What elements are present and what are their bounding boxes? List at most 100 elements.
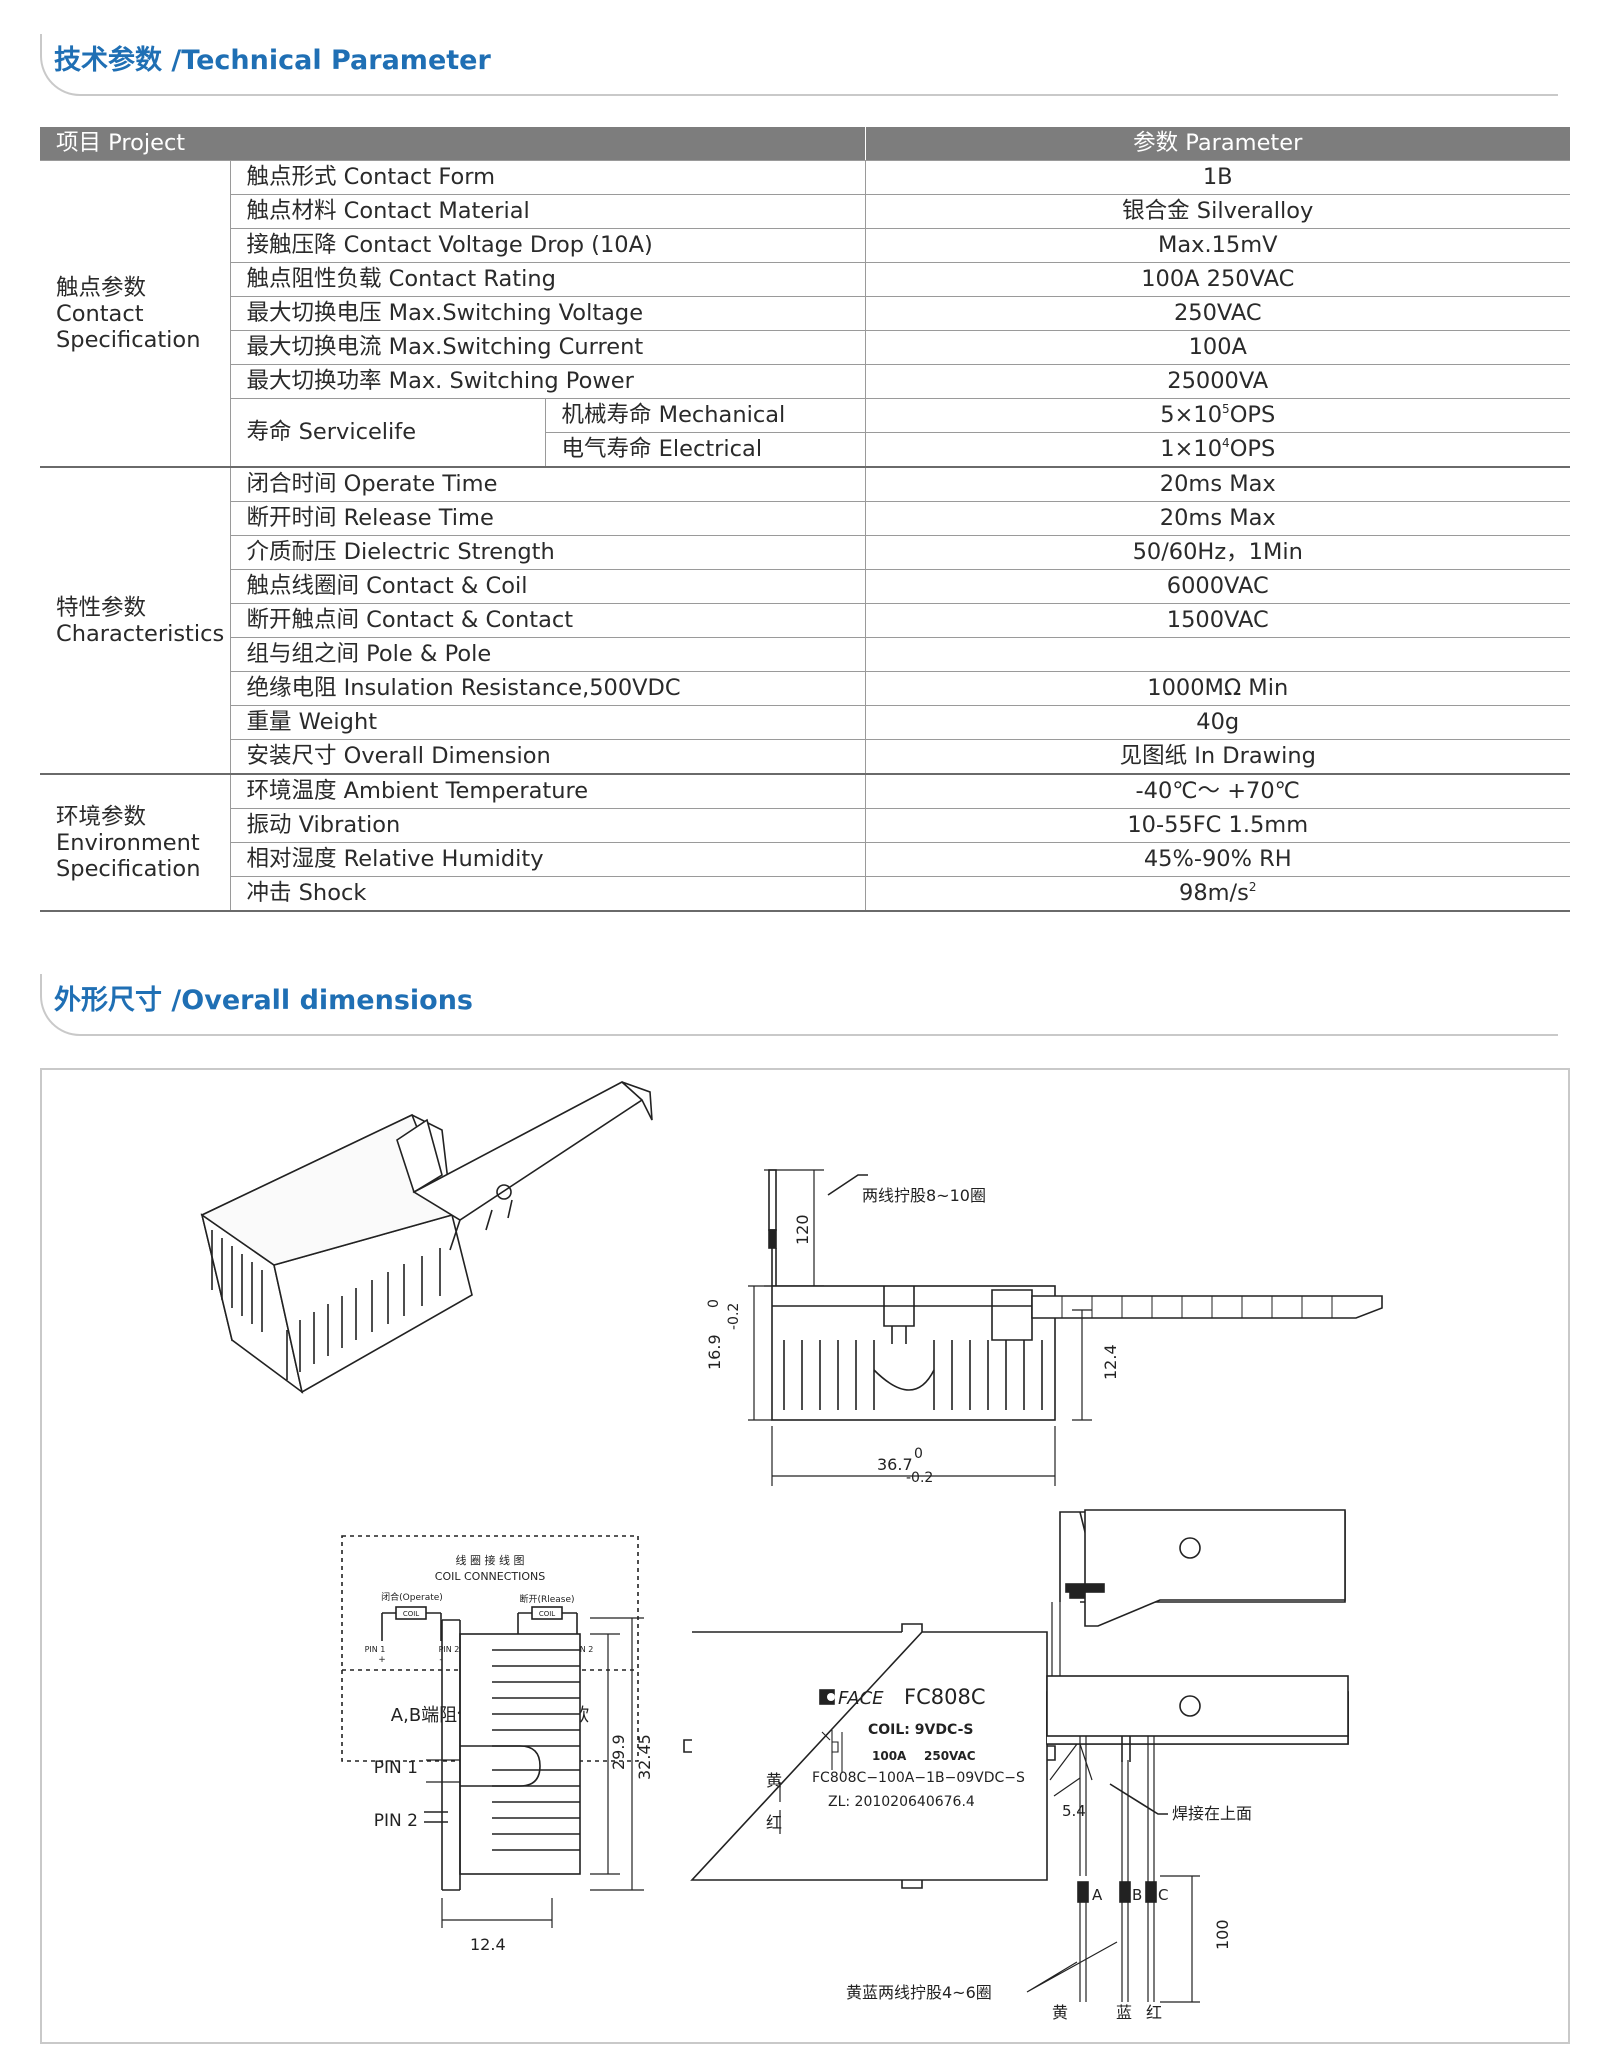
dim-16.9-tol-upper: 0 bbox=[706, 1299, 722, 1308]
item-value: 1×104OPS bbox=[864, 432, 1570, 468]
dim-36.7-tol-upper: 0 bbox=[914, 1446, 923, 1462]
section-title-technical: 技术参数 /Technical Parameter bbox=[54, 45, 491, 76]
item-label: 组与组之间 Pole & Pole bbox=[230, 637, 865, 672]
group-label-line: 特性参数 bbox=[56, 594, 147, 621]
wire-lead bbox=[768, 1169, 777, 1231]
weld-tab bbox=[1065, 1583, 1105, 1593]
group-label-line: Contact bbox=[56, 300, 144, 327]
twist-label-2: 黄蓝两线拧股4~6圈 bbox=[846, 1983, 992, 2002]
section-divider bbox=[40, 34, 1558, 96]
value-unit: OPS bbox=[1229, 436, 1276, 462]
part-number: FC808C−100A−1B−09VDC−S bbox=[812, 1770, 1025, 1786]
plus-sign: + bbox=[378, 1655, 386, 1665]
dim-12.4-side: 12.4 bbox=[1101, 1344, 1120, 1380]
section-title-dimensions: 外形尺寸 /Overall dimensions bbox=[54, 985, 473, 1016]
coil-diagram-title-cn: 线 圈 接 线 图 bbox=[456, 1553, 525, 1567]
terminal-b-label: B bbox=[1132, 1886, 1142, 1904]
group-label-line: Characteristics bbox=[56, 620, 225, 647]
item-label: 重量 Weight bbox=[230, 705, 865, 740]
pin1-label: PIN 1 bbox=[374, 1758, 418, 1778]
item-label: 相对湿度 Relative Humidity bbox=[230, 842, 865, 877]
item-value: -40℃～ +70℃ bbox=[864, 774, 1570, 809]
voltage-rating: 250VAC bbox=[924, 1749, 976, 1763]
pin2-label-small: PIN 2 bbox=[439, 1645, 460, 1654]
item-value: 1000MΩ Min bbox=[864, 671, 1570, 706]
value-base: 1×10 bbox=[1160, 436, 1223, 462]
group-label-line: Environment bbox=[56, 829, 200, 856]
value-base: 98m/s bbox=[1179, 880, 1249, 906]
relay-body-side bbox=[459, 1633, 581, 1875]
dim-5.4: 5.4 bbox=[1062, 1802, 1086, 1820]
item-value bbox=[864, 637, 1570, 672]
dim-36.7-tol-lower: -0.2 bbox=[906, 1470, 933, 1486]
item-value: 20ms Max bbox=[864, 467, 1570, 502]
item-label: 绝缘电阻 Insulation Resistance,500VDC bbox=[230, 671, 865, 706]
dim-12.4-bottom: 12.4 bbox=[470, 1935, 506, 1954]
item-label: 断开时间 Release Time bbox=[230, 501, 865, 536]
value-base: 5×10 bbox=[1160, 402, 1223, 428]
coil-diagram-title-en: COIL CONNECTIONS bbox=[435, 1570, 545, 1583]
side-view: PIN 1 PIN 2 29.9 32.45 12.4 bbox=[374, 1617, 654, 1954]
item-label: 闭合时间 Operate Time bbox=[230, 467, 865, 502]
item-value: Max.15mV bbox=[864, 228, 1570, 263]
red-wire-label: 红 bbox=[1146, 2003, 1162, 2022]
dim-100: 100 bbox=[1213, 1919, 1232, 1950]
table-row: 冲击 Shock 98m/s2 bbox=[40, 876, 1570, 912]
value-exponent: 5 bbox=[1222, 402, 1230, 416]
item-value: 50/60Hz，1Min bbox=[864, 535, 1570, 570]
item-label: 触点阻性负载 Contact Rating bbox=[230, 262, 865, 297]
blue-wire-label: 蓝 bbox=[1116, 2003, 1132, 2022]
dim-120: 120 bbox=[793, 1214, 812, 1245]
item-sub-label: 电气寿命 Electrical bbox=[544, 432, 865, 468]
group-label-line: Specification bbox=[56, 326, 201, 353]
dim-29.9: 29.9 bbox=[609, 1734, 628, 1770]
header-project: 项目 Project bbox=[40, 127, 865, 161]
item-value: 6000VAC bbox=[864, 569, 1570, 604]
item-label: 断开触点间 Contact & Contact bbox=[230, 603, 865, 638]
header-parameter: 参数 Parameter bbox=[864, 127, 1570, 161]
front-view: 120 两线拧股8~10圈 16.9 0 -0.2 12.4 36.7 0 -0… bbox=[705, 1169, 1383, 1486]
operate-label: 闭合(Operate) bbox=[381, 1591, 443, 1603]
top-view: 5.4 焊接在上面 FACE FC808C COIL: 9VDC-S 100A … bbox=[683, 1509, 1349, 2022]
yellow-wire-label: 黄 bbox=[1052, 2003, 1068, 2022]
value-exponent: 2 bbox=[1248, 880, 1257, 894]
item-value: 100A bbox=[864, 330, 1570, 365]
item-value: 40g bbox=[864, 705, 1570, 740]
terminal-tab bbox=[1046, 1675, 1349, 1737]
item-value: 见图纸 In Drawing bbox=[864, 739, 1570, 775]
coil-box-label: COIL bbox=[539, 1610, 555, 1618]
item-value: 1B bbox=[864, 160, 1570, 195]
item-label: 冲击 Shock bbox=[230, 876, 865, 912]
brand-name: FACE bbox=[838, 1688, 884, 1709]
pin1-label-small: PIN 1 bbox=[365, 1645, 386, 1654]
item-label: 触点线圈间 Contact & Coil bbox=[230, 569, 865, 604]
pin2-label: PIN 2 bbox=[374, 1811, 418, 1831]
dimension-drawing: 线 圈 接 线 图 COIL CONNECTIONS 闭合(Operate) 断… bbox=[200, 1081, 1383, 2022]
item-value: 10-55FC 1.5mm bbox=[864, 808, 1570, 843]
patent-number: ZL: 201020640676.4 bbox=[828, 1794, 975, 1810]
dim-16.9-tol-lower: -0.2 bbox=[726, 1303, 742, 1330]
item-label: 环境温度 Ambient Temperature bbox=[230, 774, 865, 809]
value-unit: OPS bbox=[1229, 402, 1276, 428]
item-value: 45%-90% RH bbox=[864, 842, 1570, 877]
item-label: 寿命 Servicelife bbox=[230, 398, 545, 468]
isometric-view bbox=[200, 1081, 653, 1394]
dim-36.7: 36.7 bbox=[877, 1455, 913, 1474]
current-rating: 100A bbox=[872, 1749, 907, 1763]
item-value: 25000VA bbox=[864, 364, 1570, 399]
item-value: 1500VAC bbox=[864, 603, 1570, 638]
group-label-line: Specification bbox=[56, 855, 201, 882]
